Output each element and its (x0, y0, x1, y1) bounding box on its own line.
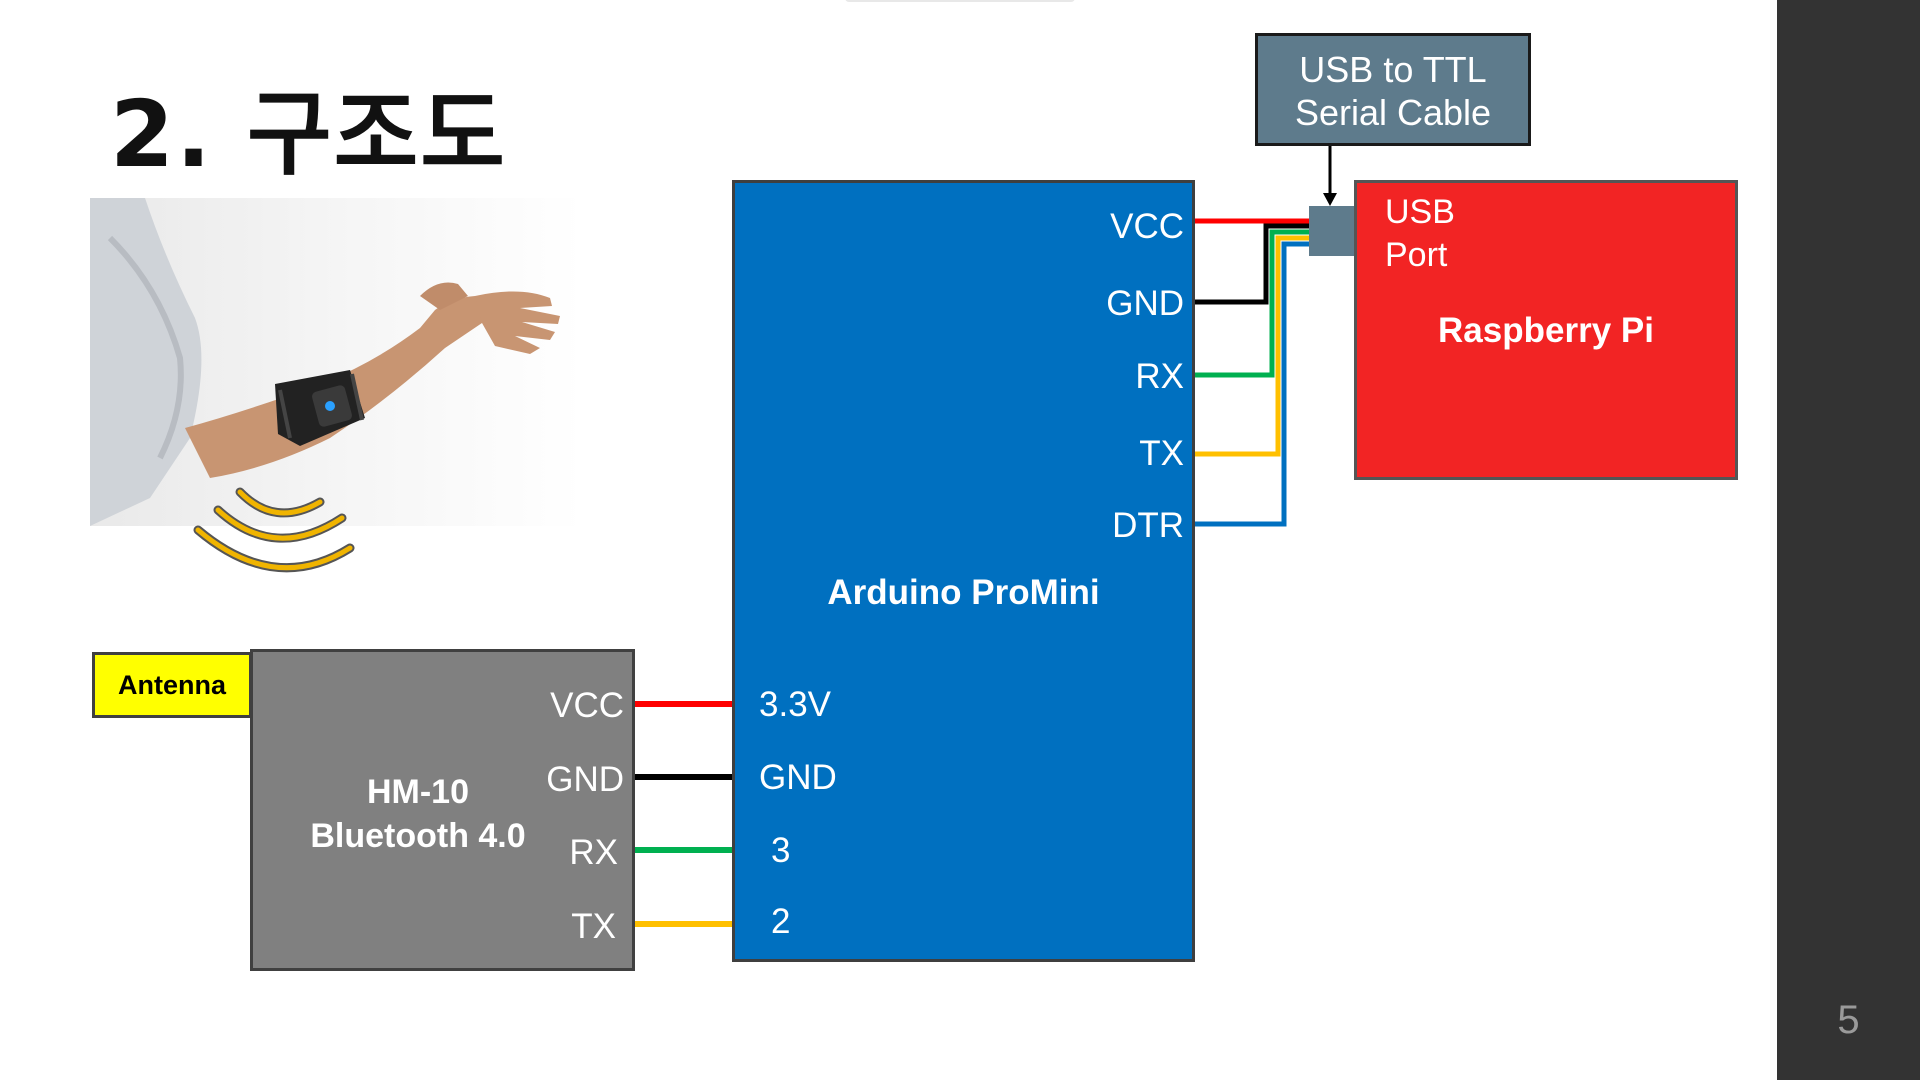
hm10-bluetooth-box: VCC GND RX TX HM-10 Bluetooth 4.0 (250, 649, 635, 971)
armband-photo (90, 198, 583, 526)
usb-cable-label-line2: Serial Cable (1294, 92, 1492, 133)
hm10-pin-rx: RX (569, 833, 618, 872)
arduino-pin-3v3: 3.3V (759, 685, 831, 724)
antenna-box: Antenna (92, 652, 252, 718)
wire-dtr-upper (1195, 241, 1310, 527)
wireless-signal-icon (193, 487, 355, 573)
wire-tx-upper (1195, 235, 1310, 457)
arduino-pin-tx: TX (1139, 434, 1184, 473)
raspberry-pi-label: Raspberry Pi (1438, 311, 1654, 350)
arduino-label: Arduino ProMini (827, 573, 1100, 612)
arduino-pin-rx: RX (1135, 357, 1184, 396)
hm10-label-line1: HM-10 (366, 773, 470, 811)
arduino-pin-gnd-lower: GND (759, 758, 837, 797)
page-title: 2. 구조도 (110, 81, 507, 188)
wire-rx-upper (1195, 229, 1310, 378)
usb-cable-label-line1: USB to TTL (1299, 49, 1487, 90)
cable-arrow (1323, 146, 1337, 206)
usb-ttl-cable-box: USB to TTL Serial Cable (1255, 33, 1531, 146)
slide-number: 5 (1837, 998, 1860, 1042)
hm10-pin-vcc: VCC (550, 686, 624, 725)
arduino-pin-gnd: GND (1106, 284, 1184, 323)
arduino-promini-box: VCC GND RX TX DTR Arduino ProMini 3.3V G… (732, 180, 1195, 962)
raspberry-pi-box: USB Port Raspberry Pi (1354, 180, 1738, 480)
usb-port-label-line2: Port (1385, 236, 1448, 274)
wire-gnd-upper (1195, 223, 1310, 305)
usb-port-connector (1309, 206, 1355, 256)
arduino-pin-vcc: VCC (1110, 207, 1184, 246)
lower-wires (635, 701, 732, 927)
upper-wires (1195, 218, 1310, 527)
hm10-label: HM-10 Bluetooth 4.0 (303, 770, 533, 858)
top-shadow (845, 0, 1075, 2)
arduino-pin-dtr: DTR (1112, 506, 1184, 545)
usb-port-label-line1: USB (1385, 193, 1455, 231)
arduino-pin-3: 3 (771, 831, 791, 870)
hm10-pin-gnd: GND (546, 760, 624, 799)
arduino-pin-2: 2 (771, 902, 791, 941)
hm10-pin-tx: TX (571, 907, 616, 946)
side-bar (1777, 0, 1920, 1080)
hm10-label-line2: Bluetooth 4.0 (310, 817, 526, 855)
usb-port-label: USB Port (1385, 191, 1455, 277)
